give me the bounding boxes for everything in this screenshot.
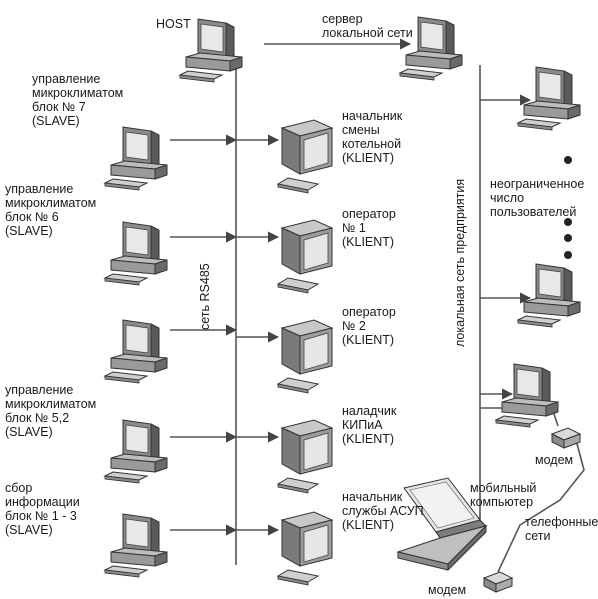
lan-user-computer-icon-2	[517, 263, 581, 328]
lan-modem-computer-icon	[495, 363, 559, 428]
slave13-label: сбор информации блок № 1 - 3 (SLAVE)	[5, 481, 80, 537]
client-op1-label: оператор № 1 (KLIENT)	[342, 207, 396, 249]
host-label: HOST	[156, 17, 191, 31]
slave13-computer-icon	[104, 513, 168, 578]
slave6-computer-icon	[104, 221, 168, 286]
users-label: неограниченное число пользователей	[490, 177, 585, 219]
slave6-label: управление микроклиматом блок № 6 (SLAVE…	[5, 182, 97, 238]
client-op1-monitor-icon	[277, 219, 333, 294]
client-boss-monitor-icon	[277, 119, 333, 194]
slave52-computer-icon	[104, 419, 168, 484]
modem-bottom-icon	[483, 571, 513, 593]
client-op2-label: оператор № 2 (KLIENT)	[342, 305, 396, 347]
mobile-label: мобильный компьютер	[470, 481, 537, 509]
client-boss-label: начальник смены котельной (KLIENT)	[342, 109, 403, 165]
ellipsis-dots	[564, 156, 572, 259]
modem-top-icon	[551, 427, 581, 449]
phone-label: телефонные сети	[525, 515, 598, 543]
slave7-computer-icon	[104, 126, 168, 191]
client-kip-label: наладчик КИПиА (KLIENT)	[342, 404, 397, 446]
slave-computer-icon	[104, 319, 168, 384]
client-op2-monitor-icon	[277, 319, 333, 394]
server-label: сервер локальной сети	[322, 12, 413, 40]
laptop-icon	[396, 477, 488, 572]
slave7-label: управление микроклиматом блок № 7 (SLAVE…	[32, 72, 124, 128]
modem-bottom-label: модем	[428, 583, 467, 597]
slave52-label: управление микроклиматом блок № 5,2 (SLA…	[5, 383, 97, 439]
rs485-label: сеть RS485	[198, 263, 212, 330]
modem-top-label: модем	[535, 453, 574, 467]
client-asup-monitor-icon	[277, 511, 333, 586]
lan-user-computer-icon	[517, 66, 581, 131]
client-asup-label: начальник службы АСУП (KLIENT)	[342, 490, 424, 532]
lan-label: локальная сеть предприятия	[453, 178, 467, 347]
client-kip-monitor-icon	[277, 419, 333, 494]
